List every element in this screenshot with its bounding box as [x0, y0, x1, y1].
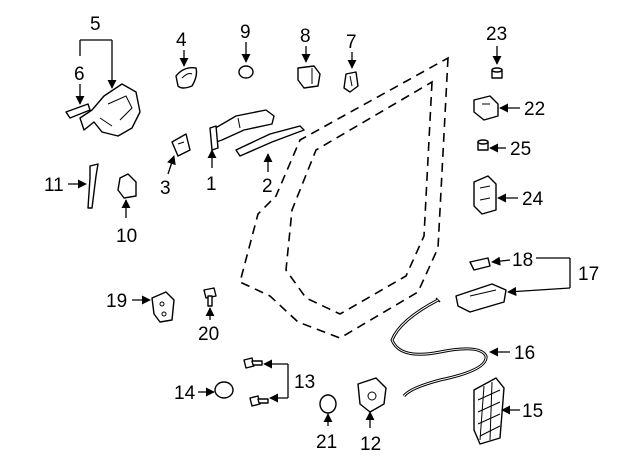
lock-rod-clip-part: [65, 103, 91, 119]
bushing-part: [477, 139, 489, 151]
leader-17a: [507, 286, 571, 297]
callout-labels: 5 6 4 9 8 7 23 22 25 24 1 2 3 11 10 18 1…: [44, 14, 599, 455]
callout-25: 25: [510, 139, 531, 160]
callout-24: 24: [522, 189, 544, 210]
callout-15: 15: [522, 401, 543, 422]
callout-21: 21: [316, 432, 337, 453]
callout-22: 22: [524, 99, 545, 120]
callout-11: 11: [44, 175, 64, 196]
callout-4: 4: [176, 30, 187, 51]
outside-handle-part: [209, 109, 275, 151]
callout-9: 9: [240, 22, 251, 43]
callout-5: 5: [90, 14, 101, 35]
bracket-part: [117, 173, 137, 199]
release-cable-part: [390, 297, 488, 398]
callout-17: 17: [578, 264, 599, 285]
hinge-bolt-part: [203, 287, 217, 307]
callout-19: 19: [106, 291, 127, 312]
water-shield-part: [473, 377, 505, 445]
leader-3: [167, 155, 176, 175]
inside-handle-part: [455, 283, 507, 313]
leader-18: [491, 256, 511, 266]
door-outline: [239, 56, 449, 339]
lock-rod-part: [87, 163, 99, 209]
grommet-part: [214, 381, 234, 399]
callout-3: 3: [160, 178, 171, 199]
callout-16: 16: [514, 343, 535, 364]
door-latch-part: [357, 377, 387, 413]
door-lock-actuator-part: [79, 83, 141, 137]
handle-bezel-part: [175, 66, 198, 89]
handle-cap-part: [297, 65, 321, 89]
callout-18: 18: [512, 250, 533, 271]
callout-12: 12: [360, 434, 381, 455]
bolt-upper-part: [243, 357, 263, 369]
check-bracket-part: [473, 95, 499, 121]
handle-trim-strip-part: [235, 125, 305, 157]
callout-23: 23: [486, 24, 507, 45]
bolt-lower-part: [249, 395, 269, 407]
inside-handle-bezel-part: [469, 257, 491, 271]
callout-7: 7: [346, 32, 357, 53]
callout-6: 6: [74, 64, 85, 85]
door-hinge-part: [151, 291, 175, 323]
callout-20: 20: [198, 324, 219, 345]
callout-13: 13: [294, 372, 315, 393]
callout-2: 2: [262, 176, 273, 197]
handle-gasket-part: [171, 133, 191, 157]
callout-10: 10: [116, 226, 137, 247]
callout-14: 14: [174, 383, 196, 404]
upper-hinge-part: [473, 175, 497, 215]
cover-cap-part: [319, 394, 337, 414]
plug-part: [238, 65, 254, 79]
callout-1: 1: [206, 174, 217, 195]
end-cap-part: [343, 71, 359, 93]
callout-8: 8: [300, 26, 311, 47]
bumper-part: [491, 67, 503, 79]
